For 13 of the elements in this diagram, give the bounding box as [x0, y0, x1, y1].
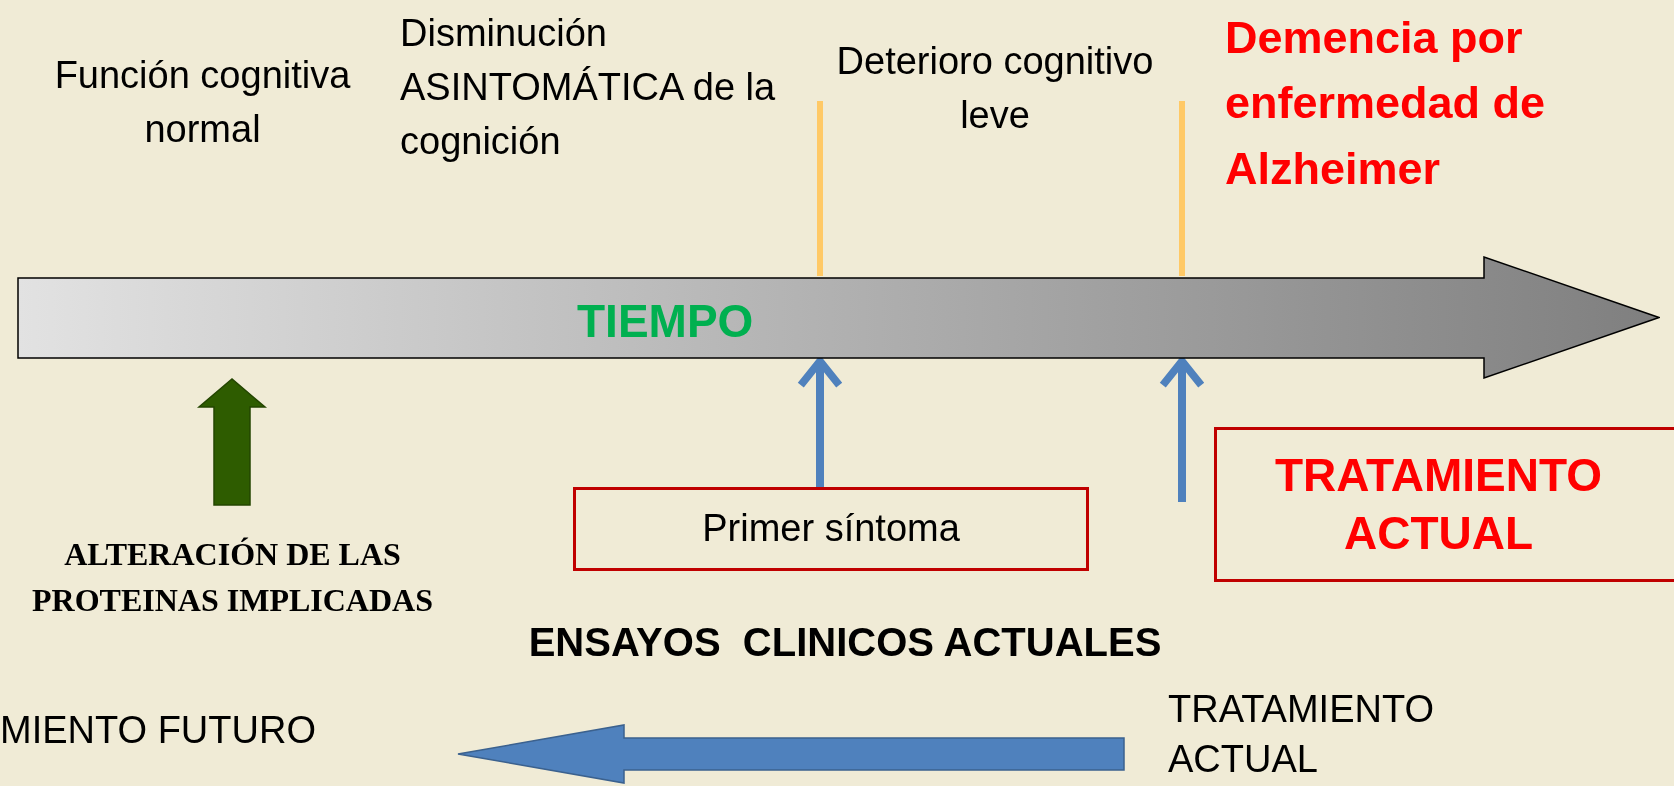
stage-label: MIENTO FUTURO: [0, 708, 316, 754]
annotation-text: ALTERACIÓN DE LAS PROTEINAS IMPLICADAS: [31, 535, 434, 620]
stage-label: Disminución ASINTOMÁTICA de la cognición: [400, 11, 777, 164]
timeline-label: TIEMPO: [577, 296, 754, 347]
block-arrow: [196, 378, 268, 506]
block-arrow: [457, 724, 1125, 784]
section-heading: ENSAYOS CLINICOS ACTUALES: [527, 619, 1163, 666]
stage-label: Deterioro cognitivo leve: [835, 39, 1155, 138]
event-box: Primer síntoma: [573, 487, 1089, 571]
stage-label: Demencia por enfermedad de Alzheimer: [1225, 11, 1547, 196]
stage-label: Función cognitiva normal: [53, 53, 352, 152]
treatment-box: TRATAMIENTO ACTUAL: [1214, 427, 1674, 582]
stage-label: TRATAMIENTO ACTUAL: [1168, 686, 1435, 782]
